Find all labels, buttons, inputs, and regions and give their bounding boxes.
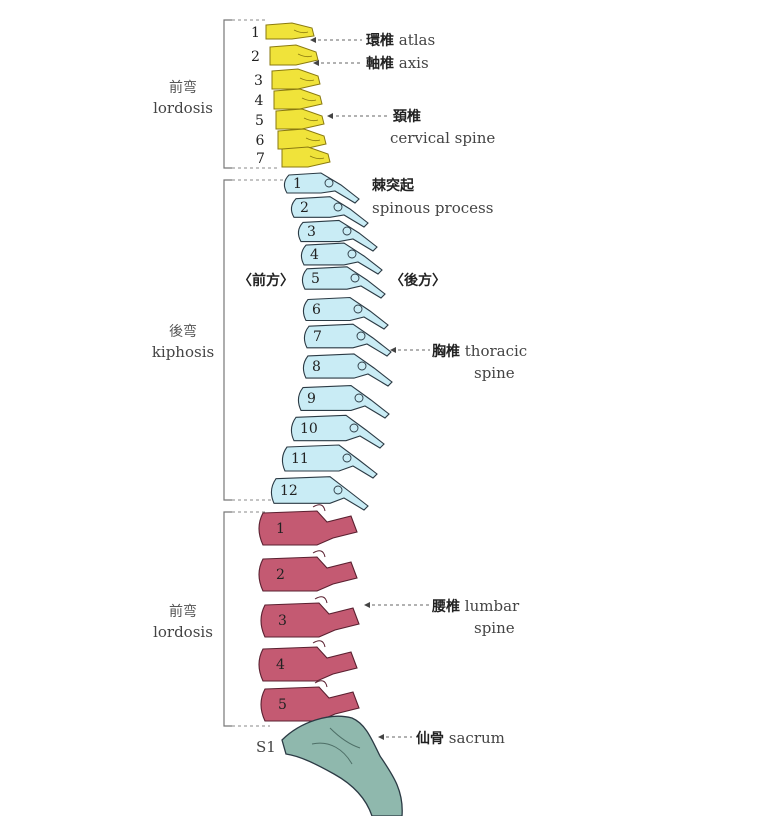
lumbar-vertebra: 2	[258, 550, 358, 592]
lumbar-vertebra: 3	[260, 596, 360, 638]
cervical-label-jp: 頚椎	[393, 109, 421, 125]
cervical-vertebra: 1	[251, 22, 315, 41]
lumbar-vertebra: 5	[260, 680, 360, 722]
thoracic-vertebra: 8	[302, 353, 393, 387]
curve-brackets	[223, 19, 232, 727]
axis-en: axis	[398, 54, 429, 72]
thoracic-vertebra: 10	[290, 414, 385, 449]
sacrum-detail	[311, 727, 361, 765]
cervical-vertebra: 7	[256, 146, 331, 168]
thoracic-vertebra: 11	[281, 444, 378, 479]
back-direction-label: 〈後方〉	[390, 273, 446, 289]
axis-jp: 軸椎	[366, 56, 394, 72]
thoracic-number: 11	[291, 451, 309, 467]
thoracic-number: 2	[300, 200, 309, 216]
cervical-vertebra: 3	[254, 68, 321, 90]
cervical-number: 1	[251, 25, 260, 41]
cervical-curve-en: lordosis	[153, 99, 213, 117]
thoracic-label: 胸椎 thoracic	[432, 342, 527, 361]
cervical-vertebra: 6	[256, 128, 327, 150]
bracket-end-lines	[232, 19, 290, 727]
cervical-number: 3	[254, 73, 263, 89]
cervical-vertebra: 2	[251, 44, 319, 66]
lumbar-en2: spine	[474, 619, 515, 637]
cervical-number: 4	[255, 93, 264, 109]
cervical-bracket	[223, 19, 232, 169]
cervical-label-en: cervical spine	[390, 129, 496, 147]
thoracic-number: 5	[311, 271, 320, 287]
thoracic-vertebra: 1	[283, 172, 360, 204]
thoracic-vertebra: 4	[300, 242, 383, 275]
cervical-vertebrae: 1 2 3 4 5 6 7	[251, 22, 331, 168]
thoracic-number: 10	[300, 421, 318, 437]
cervical-vertebra: 4	[255, 88, 323, 110]
spinous-label-en: spinous process	[372, 199, 494, 217]
axis-label: 軸椎 axis	[366, 54, 429, 73]
leader-lines	[312, 39, 430, 738]
thoracic-curve-label: 後弯 kiphosis	[128, 322, 238, 362]
atlas-jp: 環椎	[366, 33, 394, 49]
thoracic-number: 9	[307, 391, 316, 407]
lumbar-jp: 腰椎	[432, 599, 460, 615]
leader-arrows	[310, 37, 396, 740]
thoracic-vertebra: 6	[302, 296, 389, 330]
thoracic-number: 8	[312, 359, 321, 375]
lumbar-vertebra: 1	[258, 504, 358, 546]
sacrum-bone	[281, 715, 403, 816]
thoracic-number: 12	[280, 483, 298, 499]
thoracic-vertebra: 2	[290, 196, 369, 228]
thoracic-number: 6	[312, 302, 321, 318]
cervical-curve-label: 前弯 lordosis	[128, 78, 238, 118]
lumbar-number: 2	[276, 567, 285, 583]
atlas-en: atlas	[398, 31, 436, 49]
cervical-number: 6	[256, 133, 265, 149]
lumbar-label: 腰椎 lumbar	[432, 597, 519, 616]
thoracic-vertebra: 9	[297, 385, 390, 419]
cervical-vertebra: 5	[255, 108, 325, 130]
thoracic-curve-en: kiphosis	[151, 343, 215, 361]
cervical-curve-jp: 前弯	[169, 80, 197, 96]
thoracic-number: 1	[293, 176, 302, 192]
lumbar-number: 4	[276, 657, 285, 673]
thoracic-jp: 胸椎	[432, 344, 460, 360]
s1-label: S1	[256, 738, 276, 756]
lumbar-curve-en: lordosis	[153, 623, 213, 641]
front-direction-label: 〈前方〉	[238, 273, 294, 289]
thoracic-vertebra: 5	[301, 266, 386, 299]
lumbar-curve-label: 前弯 lordosis	[128, 602, 238, 642]
lumbar-curve-jp: 前弯	[169, 604, 197, 620]
thoracic-en1: thoracic	[464, 342, 528, 360]
lumbar-number: 1	[276, 521, 285, 537]
lumbar-bracket	[223, 511, 232, 727]
lumbar-en1: lumbar	[464, 597, 520, 615]
lumbar-vertebrae: 1 2 3 4 5	[258, 504, 360, 722]
thoracic-number: 4	[310, 247, 319, 263]
sacrum-en: sacrum	[448, 729, 505, 747]
thoracic-en2: spine	[474, 364, 515, 382]
lumbar-number: 5	[278, 697, 287, 713]
sacrum-jp: 仙骨	[416, 731, 444, 747]
cervical-number: 5	[255, 113, 264, 129]
cervical-number: 2	[251, 49, 260, 65]
thoracic-bracket	[223, 179, 232, 501]
sacrum-label: 仙骨 sacrum	[416, 729, 505, 748]
thoracic-number: 3	[307, 224, 316, 240]
thoracic-curve-jp: 後弯	[169, 324, 197, 340]
thoracic-vertebra: 12	[270, 476, 369, 511]
spinous-label-jp: 棘突起	[372, 178, 414, 194]
thoracic-vertebra: 7	[303, 323, 392, 357]
cervical-number: 7	[256, 151, 265, 167]
thoracic-number: 7	[313, 329, 322, 345]
atlas-label: 環椎 atlas	[366, 31, 435, 50]
lumbar-vertebra: 4	[258, 640, 358, 682]
thoracic-vertebra: 3	[297, 219, 378, 252]
lumbar-number: 3	[278, 613, 287, 629]
